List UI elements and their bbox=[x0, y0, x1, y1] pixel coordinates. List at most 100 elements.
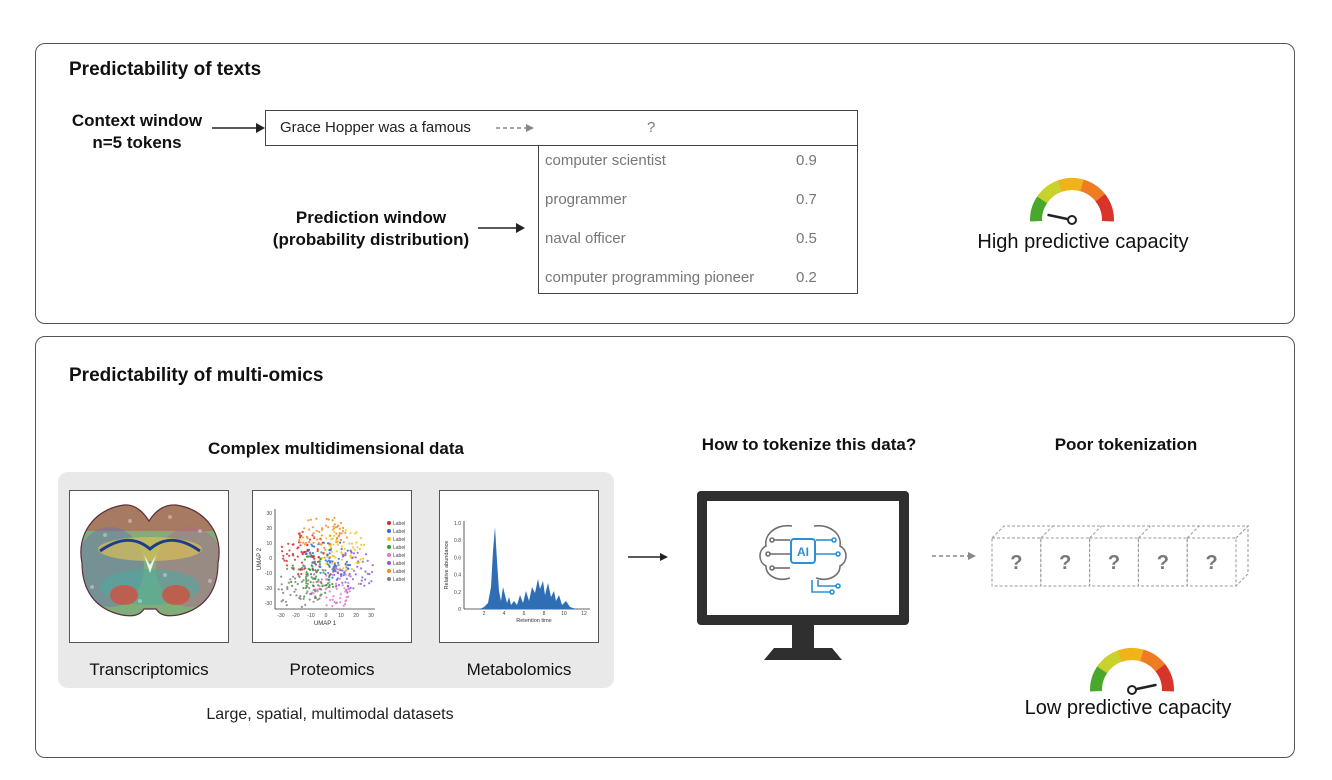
umap-point bbox=[364, 570, 367, 573]
umap-point bbox=[280, 600, 283, 603]
umap-point bbox=[316, 560, 320, 563]
complex-data-heading: Complex multidimensional data bbox=[208, 439, 464, 458]
umap-point bbox=[324, 591, 327, 594]
umap-point bbox=[363, 543, 366, 546]
umap-point bbox=[340, 547, 343, 551]
umap-point bbox=[309, 580, 312, 584]
gauge-segment bbox=[1155, 664, 1174, 692]
umap-point bbox=[300, 572, 303, 575]
chrom-xtick-label: 12 bbox=[581, 611, 587, 617]
transcriptomics-image bbox=[69, 490, 229, 643]
umap-point bbox=[325, 578, 328, 581]
umap-point bbox=[366, 572, 369, 575]
umap-xtick-label: 10 bbox=[338, 613, 344, 619]
chrom-ytick-label: 0.8 bbox=[454, 538, 461, 544]
legend-swatch bbox=[387, 521, 391, 525]
umap-point bbox=[313, 557, 316, 560]
umap-point bbox=[338, 577, 341, 580]
chrom-ytick-label: 1.0 bbox=[454, 521, 461, 527]
umap-point bbox=[301, 566, 304, 569]
umap-point bbox=[313, 545, 316, 548]
umap-point bbox=[341, 555, 345, 558]
umap-point bbox=[301, 530, 304, 533]
umap-point bbox=[352, 552, 355, 555]
poor-tokenization-heading: Poor tokenization bbox=[1054, 435, 1198, 454]
umap-point bbox=[328, 534, 331, 537]
umap-point bbox=[344, 590, 347, 593]
metabolomics-label: Metabolomics bbox=[466, 660, 572, 679]
context-window-box bbox=[265, 110, 858, 146]
umap-xtick-label: 20 bbox=[353, 613, 359, 619]
umap-point bbox=[338, 567, 341, 570]
prediction-probability: 0.2 bbox=[796, 269, 817, 286]
umap-point bbox=[358, 547, 361, 551]
umap-point bbox=[313, 560, 316, 563]
umap-point bbox=[299, 534, 302, 537]
umap-point bbox=[326, 556, 329, 559]
umap-point bbox=[359, 558, 362, 561]
umap-point bbox=[337, 572, 340, 575]
umap-point bbox=[333, 516, 336, 519]
umap-point bbox=[285, 552, 288, 556]
umap-point bbox=[294, 580, 297, 584]
umap-point bbox=[320, 551, 323, 554]
umap-point bbox=[286, 586, 289, 589]
umap-point bbox=[319, 595, 322, 598]
umap-point bbox=[318, 585, 321, 588]
umap-point bbox=[283, 559, 286, 562]
umap-point bbox=[316, 548, 319, 551]
umap-point bbox=[335, 584, 338, 587]
umap-point bbox=[282, 557, 285, 560]
umap-point bbox=[311, 526, 314, 529]
prediction-window-box bbox=[538, 145, 858, 294]
umap-point bbox=[333, 523, 336, 526]
umap-point bbox=[361, 576, 364, 579]
umap-point bbox=[312, 532, 315, 535]
prediction-word: naval officer bbox=[545, 230, 626, 247]
umap-point bbox=[349, 586, 352, 589]
umap-point bbox=[308, 540, 311, 544]
umap-point bbox=[305, 577, 308, 581]
umap-ylabel: UMAP 2 bbox=[257, 547, 263, 570]
umap-point bbox=[326, 563, 329, 566]
legend-swatch bbox=[387, 537, 391, 541]
umap-point bbox=[289, 578, 292, 581]
umap-point bbox=[299, 544, 302, 547]
umap-point bbox=[332, 569, 335, 573]
umap-point bbox=[335, 539, 338, 542]
umap-point bbox=[303, 543, 306, 546]
gauge-segment bbox=[1030, 194, 1049, 222]
umap-point bbox=[344, 552, 347, 555]
umap-point bbox=[289, 593, 292, 597]
token-question-mark: ? bbox=[1010, 552, 1022, 574]
umap-point bbox=[341, 584, 344, 587]
umap-point bbox=[305, 592, 308, 595]
umap-point bbox=[324, 587, 327, 591]
low-capacity-gauge-icon bbox=[1090, 648, 1174, 695]
prediction-window-label: Prediction window (probability distribut… bbox=[262, 207, 480, 251]
umap-point bbox=[314, 596, 317, 599]
umap-point bbox=[306, 550, 310, 553]
umap-point bbox=[312, 592, 315, 595]
chrom-ytick-label: 0.4 bbox=[454, 573, 461, 579]
umap-point bbox=[321, 541, 324, 544]
umap-point bbox=[350, 542, 354, 545]
umap-point bbox=[304, 550, 308, 553]
gauge-segment bbox=[1097, 649, 1125, 674]
umap-point bbox=[341, 569, 344, 572]
umap-point bbox=[306, 585, 309, 588]
chrom-ytick-label: 0.6 bbox=[454, 555, 461, 561]
umap-point bbox=[282, 554, 285, 557]
umap-point bbox=[352, 546, 355, 549]
umap-xtick-label: -10 bbox=[307, 613, 314, 619]
umap-point bbox=[354, 556, 357, 559]
token-question-mark: ? bbox=[1205, 552, 1217, 574]
umap-point bbox=[314, 569, 317, 572]
gauge-segment bbox=[1037, 179, 1065, 204]
umap-point bbox=[308, 568, 312, 572]
umap-point bbox=[311, 534, 314, 537]
umap-point bbox=[348, 590, 351, 593]
umap-point bbox=[287, 581, 290, 584]
umap-point bbox=[327, 585, 330, 588]
umap-point bbox=[366, 559, 369, 562]
